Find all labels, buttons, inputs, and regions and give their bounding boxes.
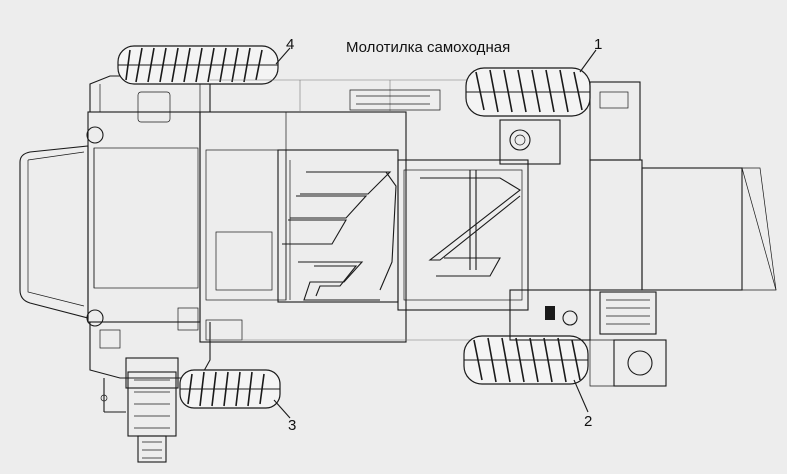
decal-stripes <box>282 170 521 301</box>
leader-lines <box>273 47 597 419</box>
callout-4: 4 <box>286 36 295 53</box>
callout-3: 3 <box>288 417 297 434</box>
callout-2: 2 <box>584 413 593 430</box>
front-cab <box>19 75 211 379</box>
wheel-2 <box>463 335 589 385</box>
wheel-1 <box>465 67 591 117</box>
wheel-3 <box>179 369 281 409</box>
callout-1: 1 <box>594 36 603 53</box>
diagram-title: Молотилка самоходная <box>346 39 511 56</box>
access-ladder <box>100 357 179 463</box>
wheel-4 <box>117 45 279 85</box>
drive-mechanism <box>349 89 591 341</box>
rear-section <box>589 81 777 387</box>
